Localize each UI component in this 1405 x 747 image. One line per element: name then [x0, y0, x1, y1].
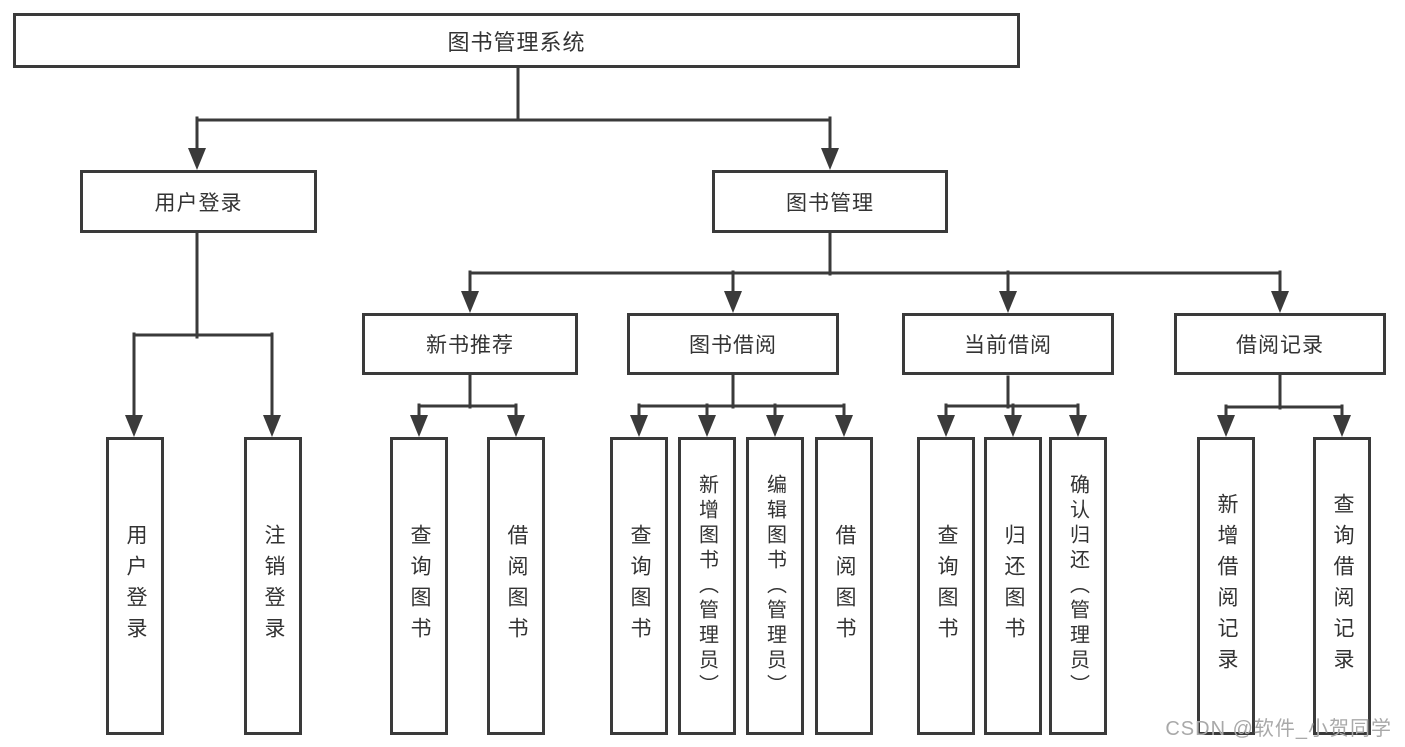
node-add-book-admin: 新增图书（管理员）: [678, 437, 736, 735]
csdn-watermark: CSDN @软件_小贺同学: [1165, 718, 1392, 740]
node-library-management-system: 图书管理系统: [13, 13, 1020, 68]
connector-newrec-to-leaves: [410, 373, 525, 437]
node-user-login: 用户登录: [80, 170, 317, 233]
node-borrow-books-1: 借阅图书: [487, 437, 545, 735]
node-query-books-1: 查询图书: [390, 437, 448, 735]
node-edit-book-admin: 编辑图书（管理员）: [746, 437, 804, 735]
connector-bookmgmt-to-level3: [461, 231, 1289, 313]
connector-root-to-level2: [188, 66, 839, 170]
node-query-books-2: 查询图书: [610, 437, 668, 735]
node-new-book-recommendation: 新书推荐: [362, 313, 578, 375]
node-borrow-records: 借阅记录: [1174, 313, 1386, 375]
connector-records-to-leaves: [1217, 373, 1351, 437]
connector-current-to-leaves: [937, 375, 1087, 437]
node-query-books-3: 查询图书: [917, 437, 975, 735]
node-confirm-return-admin: 确认归还（管理员）: [1049, 437, 1107, 735]
node-user-login-leaf: 用户登录: [106, 437, 164, 735]
node-query-borrow-record: 查询借阅记录: [1313, 437, 1371, 735]
node-borrow-books-2: 借阅图书: [815, 437, 873, 735]
node-book-borrowing: 图书借阅: [627, 313, 839, 375]
node-logout: 注销登录: [244, 437, 302, 735]
node-book-management: 图书管理: [712, 170, 948, 233]
node-return-books: 归还图书: [984, 437, 1042, 735]
connector-borrow-to-leaves: [630, 373, 853, 437]
node-add-borrow-record: 新增借阅记录: [1197, 437, 1255, 735]
node-current-borrowing: 当前借阅: [902, 313, 1114, 375]
connector-userlogin-to-leaves: [125, 231, 281, 437]
